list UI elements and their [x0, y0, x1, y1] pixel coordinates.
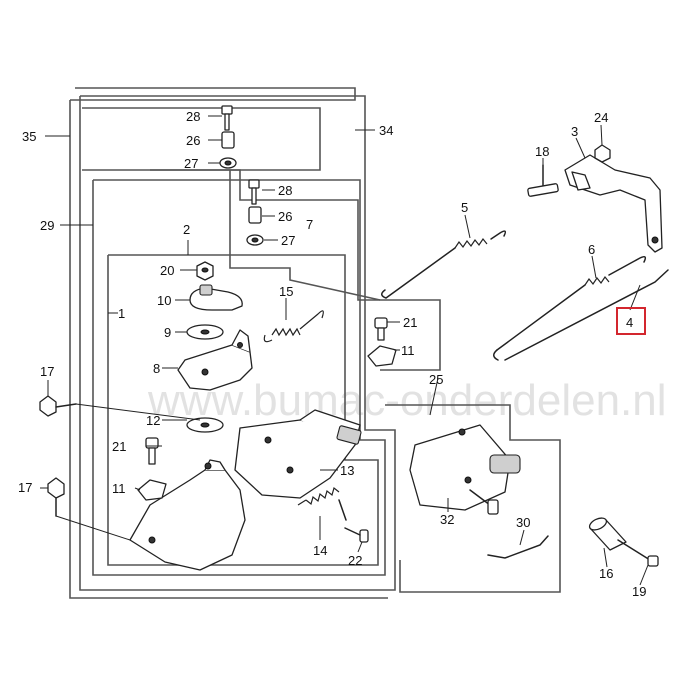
callout-10: 10 [157, 293, 171, 308]
callout-34: 34 [379, 123, 393, 138]
group-outline-35 [69, 87, 388, 599]
callout-25: 25 [429, 372, 443, 387]
callout-22: 22 [348, 553, 362, 568]
callout-20: 20 [160, 263, 174, 278]
bolt-28-right [248, 179, 260, 205]
callout-11-right: 11 [401, 343, 415, 358]
clip-11-right [367, 345, 397, 367]
spring-15 [263, 310, 324, 343]
watermark: www.bumac-onderdelen.nl [147, 376, 667, 425]
callout-28-right: 28 [278, 183, 292, 198]
callout-16: 16 [599, 566, 613, 581]
callout-21-right: 21 [403, 315, 417, 330]
screw-22 [344, 527, 369, 543]
bolt-17-bottom [47, 477, 65, 517]
callout-13: 13 [340, 463, 354, 478]
callout-5: 5 [461, 200, 468, 215]
group-outline-25 [385, 404, 561, 593]
screw-18 [527, 164, 559, 197]
group-outline-1 [107, 254, 379, 566]
washer-27-right [246, 234, 264, 246]
highlight-box-part-4 [616, 307, 646, 335]
callout-35: 35 [22, 129, 36, 144]
washer-12 [186, 417, 224, 433]
washer-27-top [219, 157, 237, 169]
callout-2: 2 [183, 222, 190, 237]
screw-32 [469, 489, 499, 515]
callout-26-top: 26 [186, 133, 200, 148]
callout-32: 32 [440, 512, 454, 527]
callout-28-top: 28 [186, 109, 200, 124]
nut-24 [594, 144, 611, 163]
bolt-21-left [145, 437, 159, 465]
callout-18: 18 [535, 144, 549, 159]
callout-15: 15 [279, 284, 293, 299]
callout-9: 9 [164, 325, 171, 340]
callout-26-right: 26 [278, 209, 292, 224]
rod-4 [504, 269, 669, 361]
spacer-26-right [248, 206, 262, 224]
callout-8: 8 [153, 361, 160, 376]
sleeve-16 [588, 517, 627, 551]
base-plate [129, 459, 246, 571]
callout-17-bottom: 17 [18, 480, 32, 495]
callout-14: 14 [313, 543, 327, 558]
clip-30 [487, 535, 549, 559]
callout-3: 3 [571, 124, 578, 139]
callout-27-right: 27 [281, 233, 295, 248]
callout-12: 12 [146, 413, 160, 428]
callout-24: 24 [594, 110, 608, 125]
bracket-13 [234, 409, 362, 499]
group-outline-29 [92, 179, 386, 576]
clip-11-left [137, 479, 167, 501]
plate-10 [189, 284, 243, 311]
callout-11-left: 11 [112, 481, 126, 496]
spring-5 [381, 230, 507, 299]
callout-7: 7 [306, 217, 313, 232]
leader-lines [40, 115, 649, 586]
lever-8 [177, 329, 253, 391]
bolt-28-top [221, 105, 233, 131]
callout-21-left: 21 [112, 439, 126, 454]
callout-4: 4 [626, 315, 633, 330]
group-outline-34 [79, 95, 396, 591]
callout-29: 29 [40, 218, 54, 233]
callout-6: 6 [588, 242, 595, 257]
bolt-21-right [374, 317, 388, 341]
spacer-26-top [221, 131, 235, 149]
group-outline-inner-2 [82, 107, 321, 171]
lever-3 [564, 154, 663, 253]
bracket-25 [409, 424, 521, 511]
nut-20 [196, 261, 214, 281]
washer-9 [186, 324, 224, 340]
callout-19: 19 [632, 584, 646, 599]
bolt-19 [617, 539, 659, 567]
rod-6 [493, 255, 647, 361]
callout-1: 1 [118, 306, 125, 321]
callout-27-top: 27 [184, 156, 198, 171]
callout-17-top: 17 [40, 364, 54, 379]
spring-14 [297, 486, 347, 521]
group-outline-7 [150, 169, 441, 371]
callout-30: 30 [516, 515, 530, 530]
